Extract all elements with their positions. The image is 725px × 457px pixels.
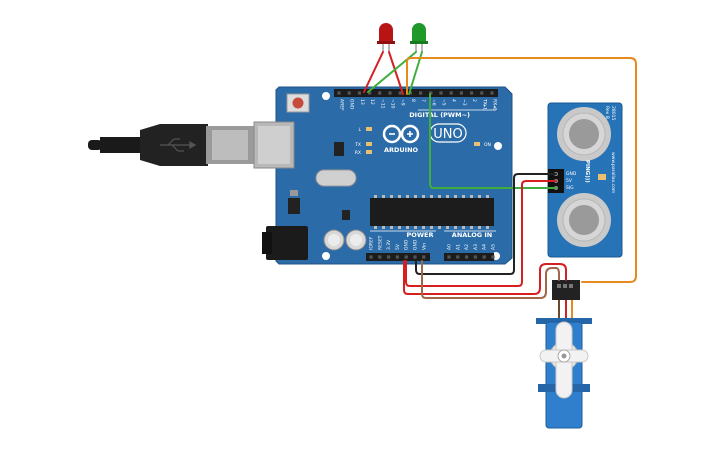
pin-hole[interactable] xyxy=(465,255,469,259)
pin-label: IOREF xyxy=(369,236,375,250)
wires xyxy=(363,51,637,299)
pin-hole[interactable] xyxy=(378,255,382,259)
pin-hole[interactable] xyxy=(347,91,351,95)
pin-label: GND xyxy=(404,239,410,250)
pin-hole[interactable] xyxy=(395,255,399,259)
arduino-uno-board[interactable]: AREF GND 13 12 ~11 ~10 ~9 8 7 ~6 ~5 4 ~3 2 TX▸1 RX◂0 DI… xyxy=(253,86,513,265)
model-label: UNO xyxy=(433,127,462,142)
pin-hole[interactable] xyxy=(473,255,477,259)
pin-label: GND xyxy=(349,99,355,110)
pin-label: 4 xyxy=(451,99,457,102)
wire-red-servo-5v[interactable] xyxy=(403,260,567,295)
pin-hole[interactable] xyxy=(429,91,433,95)
pin-hole[interactable] xyxy=(337,91,341,95)
red-led[interactable] xyxy=(377,23,395,52)
pin-hole[interactable] xyxy=(408,91,412,95)
pin-label: A2 xyxy=(464,244,470,250)
wire-red-led-anode[interactable] xyxy=(388,51,404,95)
digital-pin-header xyxy=(334,89,498,97)
usb-icon xyxy=(160,138,197,152)
led-rx-label: RX xyxy=(355,150,361,156)
pin-label: 12 xyxy=(369,99,375,105)
pin-hole[interactable] xyxy=(357,91,361,95)
pin-hole[interactable] xyxy=(387,255,391,259)
pin-label: TX▸1 xyxy=(481,98,487,110)
pin-hole[interactable] xyxy=(378,91,382,95)
pin-hole[interactable] xyxy=(404,255,408,259)
pin-hole[interactable] xyxy=(491,255,495,259)
pin-label: RX◂0 xyxy=(492,99,498,110)
sensor-rev-label: Rev B xyxy=(604,106,610,119)
sensor-gnd-label: GND xyxy=(566,171,577,177)
led-tx-label: TX xyxy=(354,142,361,148)
pin-hole[interactable] xyxy=(459,91,463,95)
pin-label: ~5 xyxy=(441,99,447,106)
pin-hole[interactable] xyxy=(413,255,417,259)
pin-label: ~10 xyxy=(390,99,396,109)
pin-hole[interactable] xyxy=(490,91,494,95)
pin-label: AREF xyxy=(339,99,345,111)
analog-pin-header xyxy=(444,253,494,261)
pin-label: A5 xyxy=(491,244,497,250)
pin-label: ~11 xyxy=(379,99,385,109)
sensor-5v-label: 5V xyxy=(566,178,573,184)
usb-cable[interactable] xyxy=(88,124,254,166)
pin-label: 8 xyxy=(410,99,416,102)
pin-hole[interactable] xyxy=(422,255,426,259)
led-l-label: L xyxy=(358,127,361,133)
pin-hole[interactable] xyxy=(482,255,486,259)
wire-red-sensor-5v[interactable] xyxy=(405,180,557,287)
green-led[interactable] xyxy=(410,23,428,52)
power-header-label: POWER xyxy=(407,231,434,239)
brand-label: ARDUINO xyxy=(384,146,419,154)
pin-hole[interactable] xyxy=(470,91,474,95)
led-on-label: ON xyxy=(484,142,491,148)
arduino-logo xyxy=(382,124,420,144)
pin-label: ~3 xyxy=(461,99,467,106)
pin-hole[interactable] xyxy=(368,91,372,95)
pin-label: A4 xyxy=(482,244,488,250)
sensor-brand-label: PING))) xyxy=(584,160,590,183)
pin-label: A1 xyxy=(455,244,461,250)
pin-label: GND xyxy=(413,239,419,250)
pin-label: Vin xyxy=(421,243,427,250)
wire-black-sensor-gnd[interactable] xyxy=(415,173,557,275)
pin-hole[interactable] xyxy=(369,255,373,259)
ping-ultrasonic-sensor[interactable]: GND 5V SIG PING))) www.parallax.com 2801… xyxy=(547,102,623,258)
sensor-code-label: 28015 xyxy=(610,106,616,120)
pin-label: 13 xyxy=(359,99,365,105)
pin-label: RESET xyxy=(377,235,383,250)
wire-green-sensor-signal[interactable] xyxy=(429,93,557,189)
pin-hole[interactable] xyxy=(447,255,451,259)
pin-hole[interactable] xyxy=(449,91,453,95)
pin-label: A0 xyxy=(447,244,453,250)
reset-button[interactable] xyxy=(292,97,304,109)
wire-brown-servo-gnd[interactable] xyxy=(421,260,560,299)
pin-label: A3 xyxy=(473,244,479,250)
pin-hole[interactable] xyxy=(439,91,443,95)
analog-header-label: ANALOG IN xyxy=(452,231,492,239)
sensor-maker-label: www.parallax.com xyxy=(610,152,616,193)
pin-hole[interactable] xyxy=(480,91,484,95)
sensor-sig-label: SIG xyxy=(566,185,574,191)
wire-orange-servo-signal[interactable] xyxy=(406,57,637,283)
pin-label: 7 xyxy=(420,99,426,102)
micro-servo[interactable] xyxy=(536,280,592,429)
pin-label: 2 xyxy=(471,99,477,102)
pin-label: 5V xyxy=(395,243,401,250)
pin-hole[interactable] xyxy=(398,91,402,95)
pin-hole[interactable] xyxy=(419,91,423,95)
pin-label: ~9 xyxy=(400,99,406,106)
digital-header-label: DIGITAL (PWM~) xyxy=(409,111,470,119)
pin-hole[interactable] xyxy=(388,91,392,95)
pin-label: ~6 xyxy=(430,99,436,106)
pin-hole[interactable] xyxy=(456,255,460,259)
wire-red-led-cathode[interactable] xyxy=(363,51,384,93)
pin-label: 3.3V xyxy=(386,239,392,250)
